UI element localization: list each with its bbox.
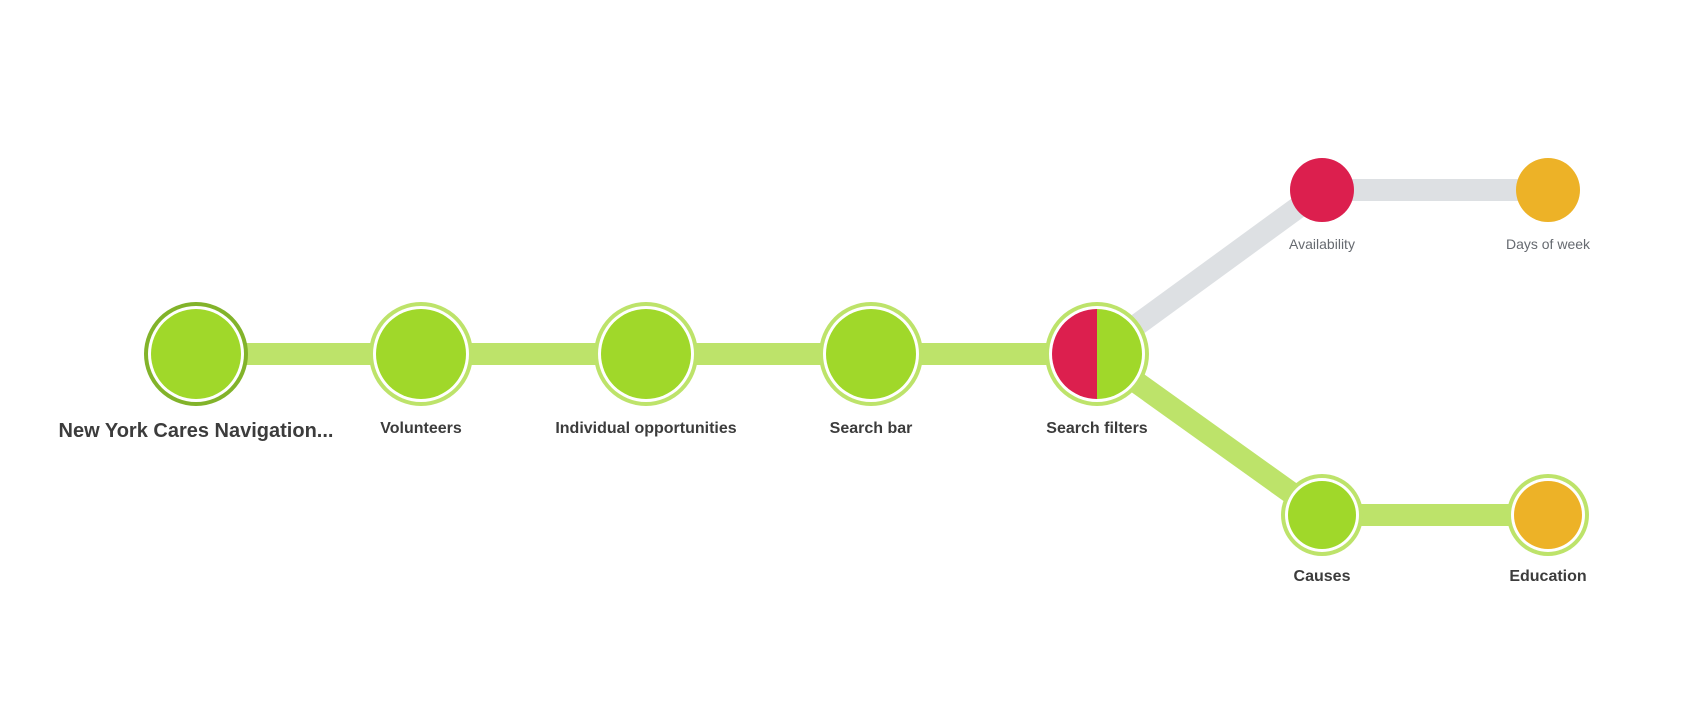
node-volunteers[interactable]	[369, 302, 473, 406]
node-label-availability: Availability	[1289, 236, 1355, 252]
node-label-causes: Causes	[1293, 568, 1351, 585]
node-label-education: Education	[1509, 568, 1587, 585]
node-label-individual-opportunities: Individual opportunities	[555, 420, 737, 437]
node-days-of-week[interactable]	[1516, 158, 1580, 222]
node-root[interactable]	[144, 302, 248, 406]
node-label-search-bar: Search bar	[829, 420, 913, 437]
node-label-search-filters: Search filters	[1046, 420, 1148, 437]
node-search-filters[interactable]	[1045, 302, 1149, 406]
node-individual-opportunities[interactable]	[594, 302, 698, 406]
node-search-bar[interactable]	[819, 302, 923, 406]
node-education[interactable]	[1507, 474, 1589, 556]
node-availability[interactable]	[1290, 158, 1354, 222]
node-causes[interactable]	[1281, 474, 1363, 556]
nodes-layer	[144, 158, 1589, 556]
node-label-root: New York Cares Navigation...	[58, 420, 334, 442]
node-label-volunteers: Volunteers	[380, 420, 462, 437]
node-label-days-of-week: Days of week	[1505, 236, 1591, 252]
